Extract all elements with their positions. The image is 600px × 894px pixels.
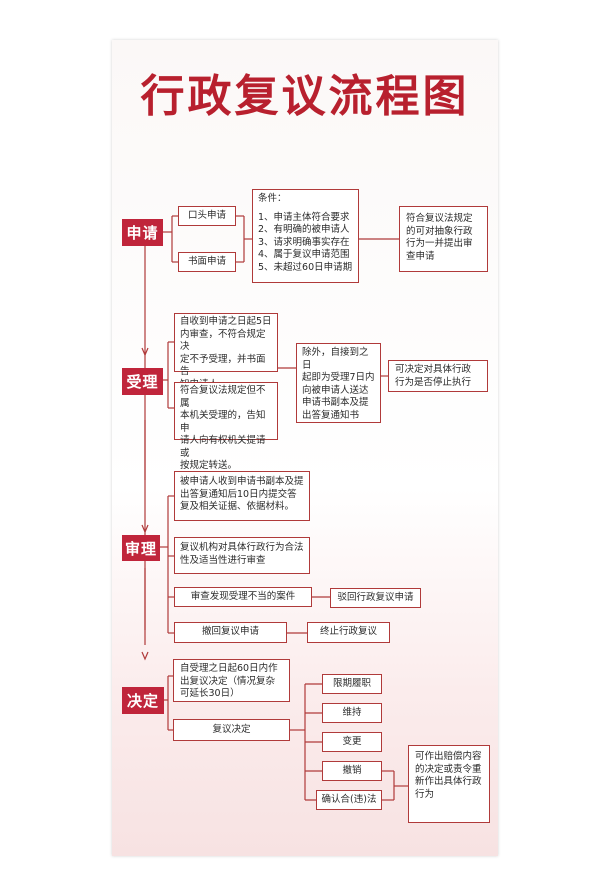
compensation-followup-box: 可作出赔偿内容 的决定或责令重 新作出具体行政 行为 [408, 745, 490, 823]
outcome-fulfil-duty: 限期履职 [322, 674, 382, 694]
terminate-review-box: 终止行政复议 [307, 622, 390, 643]
improper-acceptance-box: 审查发现受理不当的案件 [174, 587, 312, 607]
conditions-title: 条件： [258, 193, 287, 204]
outcome-modify: 变更 [322, 732, 382, 752]
written-application-box: 书面申请 [178, 252, 236, 272]
stage-accept: 受理 [122, 368, 163, 395]
transfer-box: 符合复议法规定但不属 本机关受理的，告知申 请人向有权机关提请或 按规定转送。 [174, 382, 278, 471]
outcome-confirm-legality: 确认合(违)法 [316, 790, 382, 810]
condition-item: 5、未超过60日申请期 [258, 261, 353, 273]
conditions-box: 条件： 1、申请主体符合要求 2、有明确的被申请人 3、请求明确事实存在 4、属… [252, 189, 359, 283]
condition-item: 1、申请主体符合要求 [258, 211, 350, 223]
page-title: 行政复议流程图 [140, 71, 470, 122]
stage-apply: 申请 [122, 219, 163, 246]
stage-decide: 决定 [122, 687, 164, 714]
condition-item: 3、请求明确事实存在 [258, 236, 350, 248]
withdraw-application-box: 撤回复议申请 [174, 622, 287, 643]
outcome-revoke: 撤销 [322, 761, 382, 781]
oral-application-box: 口头申请 [178, 206, 236, 226]
suspend-execution-box: 可决定对具体行政 行为是否停止执行 [388, 360, 488, 392]
outcome-uphold: 维持 [322, 703, 382, 723]
stage-review: 审理 [122, 535, 160, 561]
legality-review-box: 复议机构对具体行政行为合法 性及适当性进行审查 [174, 537, 310, 574]
condition-item: 2、有明确的被申请人 [258, 224, 350, 235]
sixty-day-decision-box: 自受理之日起60日内作 出复议决定（情况复杂 可延长30日） [173, 659, 290, 702]
reject-application-box: 驳回行政复议申请 [330, 588, 421, 608]
condition-item: 4、属于复议申请范围 [258, 249, 350, 260]
submit-response-box: 被申请人收到申请书副本及提 出答复通知后10日内提交答 复及相关证据、依据材料。 [174, 471, 310, 521]
seven-day-notice-box: 除外，自接到之日 起即为受理7日内 向被申请人送达 申请书副本及提 出答复通知书 [296, 343, 381, 423]
review-decision-box: 复议决定 [173, 719, 290, 741]
abstract-act-note: 符合复议法规定 的可对抽象行政 行为一并提出审 查申请 [399, 206, 488, 272]
